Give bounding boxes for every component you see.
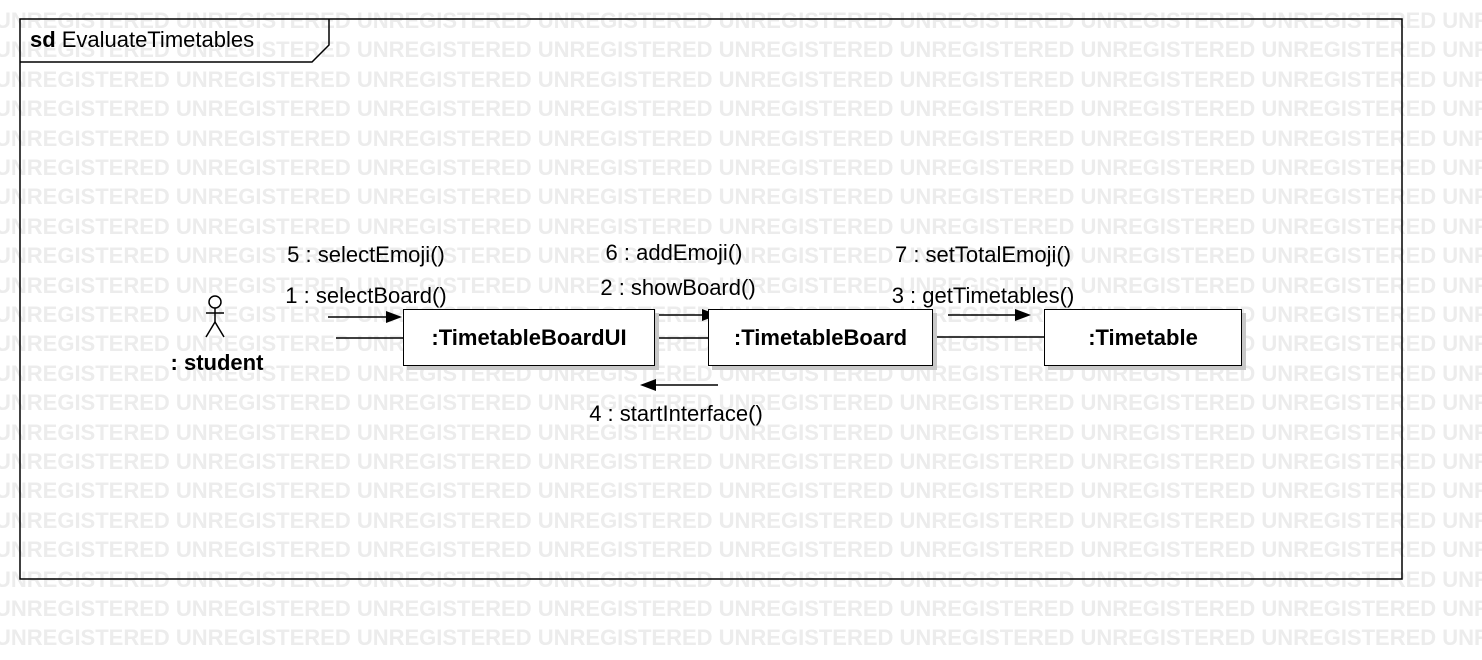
frame-title-tab bbox=[20, 19, 330, 63]
message-m5-label: 5 : selectEmoji() bbox=[287, 242, 445, 267]
object-timetable[interactable]: :Timetable bbox=[1044, 309, 1242, 366]
message-m6-label: 6 : addEmoji() bbox=[605, 240, 743, 265]
arrow-m1 bbox=[328, 311, 402, 323]
student-actor-icon bbox=[205, 295, 225, 338]
object-label: :TimetableBoardUI bbox=[431, 324, 627, 350]
frame-name: EvaluateTimetables bbox=[61, 27, 255, 52]
actor-name: : student bbox=[170, 350, 264, 375]
message-m4-label: 4 : startInterface() bbox=[589, 401, 763, 426]
message-m1-label: 1 : selectBoard() bbox=[285, 283, 447, 308]
object-label: :Timetable bbox=[1088, 324, 1198, 350]
sd-frame bbox=[19, 18, 1403, 580]
arrow-m4 bbox=[640, 379, 718, 391]
message-m3-label: 3 : getTimetables() bbox=[891, 283, 1075, 308]
message-m7-label: 7 : setTotalEmoji() bbox=[894, 242, 1072, 267]
frame-keyword: sd bbox=[30, 27, 56, 52]
object-label: :TimetableBoard bbox=[733, 324, 908, 350]
message-m2-label: 2 : showBoard() bbox=[600, 275, 756, 300]
arrow-m3 bbox=[948, 309, 1031, 321]
object-timetable-board[interactable]: :TimetableBoard bbox=[708, 309, 933, 366]
object-timetable-board-ui[interactable]: :TimetableBoardUI bbox=[403, 309, 655, 366]
